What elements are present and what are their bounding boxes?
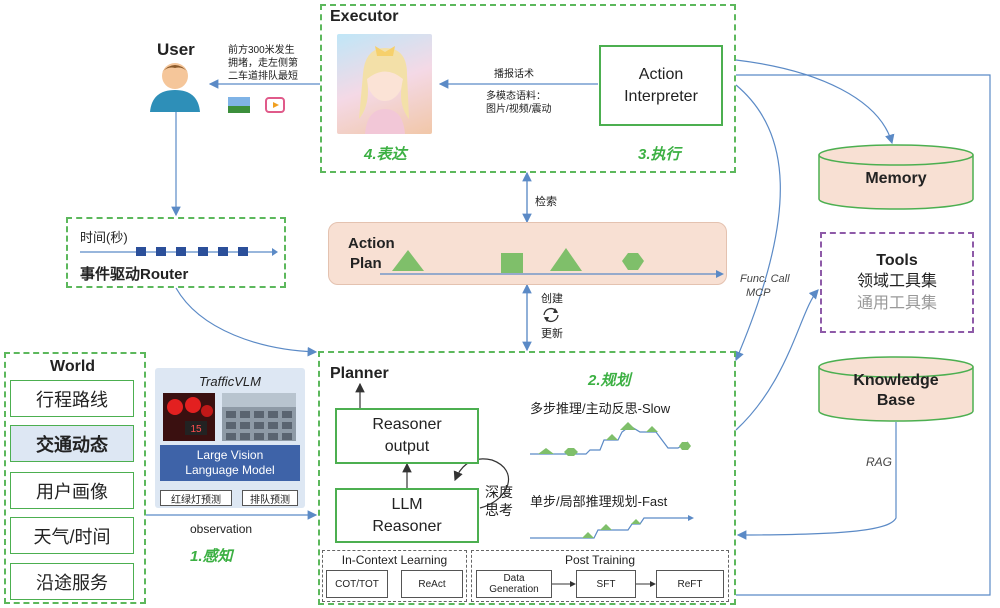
executor-title: Executor <box>330 8 399 25</box>
func-call-line: MCP <box>746 287 771 299</box>
cot-pill: COT/TOT <box>326 570 388 598</box>
knowledge-line: Knowledge <box>853 372 939 389</box>
action-interpreter-label: Action Interpreter <box>624 65 698 105</box>
world-item-route: 行程路线 <box>10 380 134 417</box>
reasoner-output-line: output <box>384 438 430 455</box>
multimodal-line: 图片/视频/震动 <box>486 104 552 115</box>
user-title: User <box>157 40 195 59</box>
tools-domain: 领域工具集 <box>856 272 937 290</box>
user-message-line: 二车道排队最短 <box>228 71 298 82</box>
pred-light-pill: 红绿灯预测 <box>160 490 232 506</box>
traffic-light-image: 15 <box>163 393 215 441</box>
data-gen-pill: Data Generation <box>476 570 552 598</box>
tools-general: 通用工具集 <box>856 294 937 312</box>
avatar-image <box>337 34 432 134</box>
knowledge-label: Knowledge Base <box>818 371 974 411</box>
tools-box: Tools 领域工具集 通用工具集 <box>820 232 974 333</box>
avatar-figure-icon <box>359 46 409 134</box>
router-time-label: 时间(秒) <box>80 230 128 245</box>
retrieve-label: 检索 <box>535 196 557 208</box>
user-message: 前方300米发生 拥堵，走左侧第 二车道排队最短 <box>228 44 313 83</box>
sft-pill: SFT <box>576 570 636 598</box>
reft-pill: ReFT <box>656 570 724 598</box>
post-training-box <box>471 550 729 602</box>
action-interpreter-box: Action Interpreter <box>599 45 723 126</box>
router-box <box>66 217 286 288</box>
user-avatar-icon <box>150 63 200 112</box>
icl-box <box>322 550 467 602</box>
icl-title: In-Context Learning <box>341 553 448 567</box>
deep-think-line: 思考 <box>485 502 513 518</box>
vlm-model-box: Large Vision Language Model <box>160 445 300 481</box>
refresh-icon <box>543 307 559 323</box>
llm-reasoner-box: LLM Reasoner <box>335 488 479 543</box>
video-icon <box>265 97 285 113</box>
vlm-model-line: Large Vision <box>196 448 264 462</box>
pred-queue-pill: 排队预测 <box>242 490 298 506</box>
triangle-shape <box>392 250 424 271</box>
hexagon-shape <box>622 253 644 270</box>
user-message-line: 拥堵，走左侧第 <box>228 58 298 69</box>
action-plan-title-line: Action <box>348 235 395 252</box>
deep-think-label: 深度 思考 <box>485 483 513 519</box>
planner-title: Planner <box>330 365 389 382</box>
fast-path-graph <box>530 515 694 539</box>
square-shape <box>501 253 523 273</box>
traffic-light-number: 15 <box>190 424 202 435</box>
vlm-model-line: Language Model <box>185 463 275 477</box>
deep-think-line: 深度 <box>485 484 513 500</box>
user-message-line: 前方300米发生 <box>228 45 295 56</box>
executor-box <box>320 4 736 173</box>
action-plan-title-line: Plan <box>350 255 382 272</box>
action-plan-title: Action Plan <box>348 234 395 274</box>
world-item-profile: 用户画像 <box>10 472 134 509</box>
trafficvlm-title: TrafficVLM <box>199 374 261 389</box>
world-item-traffic: 交通动态 <box>10 425 134 462</box>
create-label: 创建 <box>541 293 563 305</box>
memory-cylinder <box>818 144 974 210</box>
triangle-shape <box>550 248 582 271</box>
observation-label: observation <box>190 522 253 536</box>
reasoner-output-box: Reasoner output <box>335 408 479 464</box>
world-item-services: 沿途服务 <box>10 563 134 600</box>
multimodal-line: 多模态语料： <box>486 91 546 102</box>
func-call-line: Func. Call <box>740 273 790 285</box>
llm-reasoner-line: Reasoner <box>372 517 442 535</box>
llm-reasoner-line: LLM <box>391 495 423 513</box>
memory-label: Memory <box>865 170 927 187</box>
image-icon <box>228 97 250 113</box>
update-label: 更新 <box>541 328 563 340</box>
post-training-arrows <box>552 581 656 587</box>
traffic-queue-image <box>222 393 296 441</box>
world-title: World <box>50 358 96 375</box>
fast-label: 单步/局部推理规划-Fast <box>530 494 668 509</box>
step-execute: 3.执行 <box>638 146 681 163</box>
tools-title: Tools <box>876 251 918 269</box>
world-item-weather: 天气/时间 <box>10 517 134 554</box>
knowledge-cylinder <box>818 356 974 422</box>
data-gen-line: Generation <box>489 584 539 595</box>
speech-label: 播报话术 <box>494 69 534 80</box>
world-box <box>4 352 146 604</box>
rag-label: RAG <box>866 455 893 469</box>
action-plan-timeline <box>380 248 724 278</box>
slow-path-graph <box>530 422 691 456</box>
step-plan: 2.规划 <box>588 372 631 389</box>
step-perceive: 1.感知 <box>190 548 233 565</box>
router-timeline <box>80 247 278 256</box>
router-title: 事件驱动Router <box>80 266 189 283</box>
react-pill: ReAct <box>401 570 463 598</box>
knowledge-line: Base <box>876 392 916 409</box>
data-gen-line: Data <box>503 573 525 584</box>
func-call-label: Func. Call MCP <box>740 272 790 300</box>
reasoner-output-line: Reasoner <box>372 416 442 433</box>
slow-label: 多步推理/主动反思-Slow <box>530 401 671 416</box>
multimodal-label: 多模态语料： 图片/视频/震动 <box>486 90 552 116</box>
planner-box <box>318 351 736 605</box>
step-express: 4.表达 <box>364 146 407 163</box>
post-training-title: Post Training <box>564 553 636 567</box>
